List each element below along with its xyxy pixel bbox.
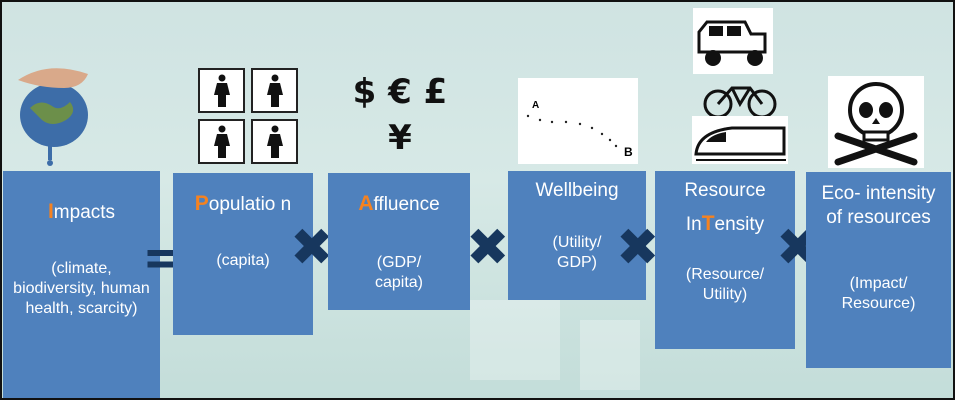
train-image xyxy=(692,116,788,164)
path-start-label: A xyxy=(532,100,539,111)
intensity-initial: T xyxy=(701,211,715,235)
affluence-initial: A xyxy=(358,192,374,215)
person-icon xyxy=(251,68,298,113)
multiply-sign: ✖ xyxy=(466,218,510,278)
population-initial: P xyxy=(194,192,209,215)
impacts-box: Impacts (climate, biodiversity, human he… xyxy=(3,171,160,400)
currency-line-2: ¥ xyxy=(388,118,412,158)
currency-line-1: $ € £ xyxy=(352,72,448,112)
hand-globe-image xyxy=(18,68,88,166)
impacts-initial: I xyxy=(47,200,54,223)
person-icon xyxy=(198,68,245,113)
eco-intensity-title: Eco- intensity of resources xyxy=(821,183,936,228)
skull-crossbones-icon xyxy=(828,76,924,168)
population-box: Populatio n (capita) xyxy=(173,173,313,335)
multiply-sign: ✖ xyxy=(616,218,660,278)
affluence-subtitle: (GDP/ capita) xyxy=(374,254,424,292)
jeep-image xyxy=(693,8,773,74)
affluence-title: ffluence xyxy=(373,194,440,215)
person-icon xyxy=(198,119,245,164)
impacts-title: mpacts xyxy=(53,202,116,223)
wellbeing-subtitle: (Utility/ GDP) xyxy=(552,233,602,271)
path-end-label: B xyxy=(624,145,633,159)
background-building xyxy=(470,300,560,380)
population-subtitle: (capita) xyxy=(216,252,270,270)
intensity-prefix: In xyxy=(685,213,702,235)
eco-intensity-subtitle: (Impact/ Resource) xyxy=(841,274,916,312)
wellbeing-path-image: A B xyxy=(518,78,638,164)
wellbeing-box: Wellbeing (Utility/ GDP) xyxy=(508,171,646,300)
bicycle-image xyxy=(703,86,777,119)
multiply-sign: ✖ xyxy=(290,218,334,278)
wellbeing-title: Wellbeing xyxy=(535,180,619,201)
resource-title: Resource xyxy=(684,180,766,201)
impacts-subtitle: (climate, biodiversity, human health, sc… xyxy=(13,260,150,318)
resource-intensity-subtitle: (Resource/ Utility) xyxy=(685,266,765,303)
resource-intensity-box: Resource InTensity (Resource/ Utility) xyxy=(655,171,795,349)
currency-symbols: $ € £ ¥ xyxy=(345,72,455,158)
population-icons xyxy=(198,68,298,164)
eco-intensity-box: Eco- intensity of resources (Impact/ Res… xyxy=(806,172,951,368)
affluence-box: Affluence (GDP/ capita) xyxy=(328,173,470,310)
person-icon xyxy=(251,119,298,164)
background-building xyxy=(580,320,640,390)
population-title: opulatio n xyxy=(208,194,292,215)
intensity-suffix: ensity xyxy=(714,213,765,235)
